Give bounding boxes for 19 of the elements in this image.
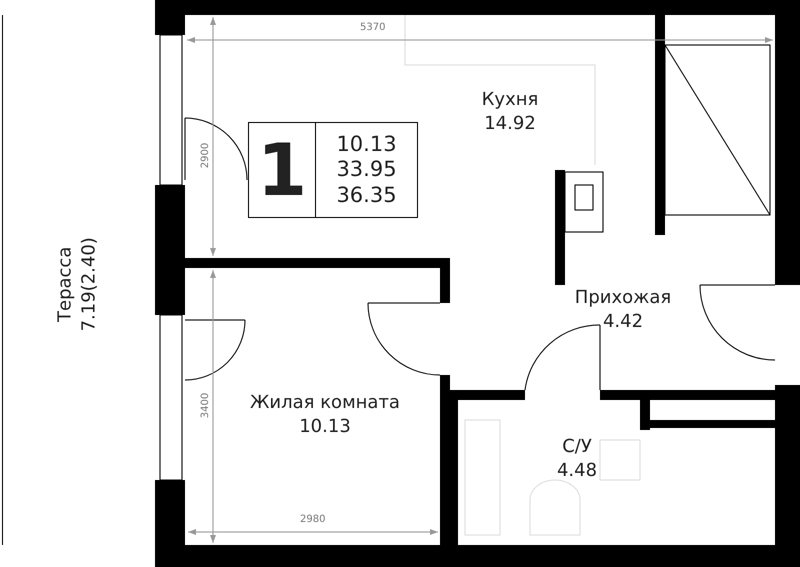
apartment-info-box <box>248 122 418 218</box>
room-name: Прихожая <box>574 286 672 310</box>
room-name: Терасса <box>54 246 77 324</box>
area-value: 36.35 <box>336 182 397 208</box>
dimension-label: 5370 <box>360 22 386 33</box>
room-name: Жилая комната <box>249 391 401 415</box>
area-label: 10.13 <box>298 415 352 440</box>
area-value: 33.95 <box>336 157 397 183</box>
area-label: 4.48 <box>556 459 598 484</box>
dimension-label: 2900 <box>200 142 212 168</box>
dimension-label: 2980 <box>300 514 326 525</box>
room-count: 1 <box>256 134 308 206</box>
dimension-label: 3400 <box>200 392 212 418</box>
room-name: Кухня <box>480 88 540 112</box>
area-label: 14.92 <box>483 112 537 136</box>
area-label: 7.19(2.40) <box>78 236 101 334</box>
area-label: 4.42 <box>602 310 644 334</box>
area-value: 10.13 <box>336 132 397 158</box>
room-name: С/У <box>561 435 593 459</box>
